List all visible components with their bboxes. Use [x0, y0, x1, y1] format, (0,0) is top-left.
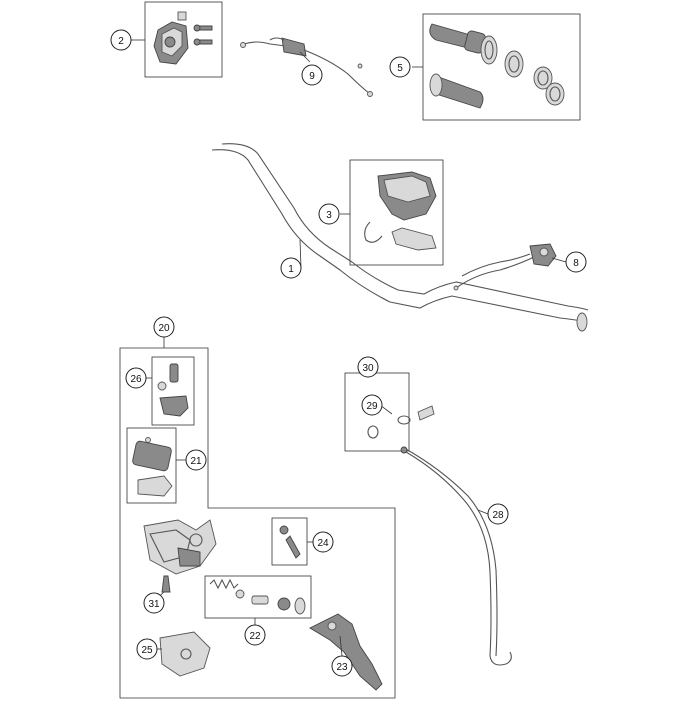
- svg-text:8: 8: [573, 258, 579, 269]
- piston-kit-part: [209, 578, 306, 615]
- box-reservoir-21: [126, 427, 177, 504]
- box-clutch-assembly-20: [119, 347, 396, 699]
- bleed-screw-part: [161, 575, 171, 593]
- svg-text:29: 29: [366, 401, 378, 412]
- clamp-bolts-part: [157, 363, 189, 417]
- callout-28: 28: [487, 503, 509, 525]
- callout-20: 20: [153, 316, 175, 338]
- callout-29: 29: [361, 394, 383, 416]
- lever-pin-part: [279, 525, 301, 559]
- master-cylinder-part: [143, 519, 217, 575]
- grips-part: [429, 23, 565, 109]
- throttle-cable-part: [240, 37, 373, 97]
- svg-text:31: 31: [148, 599, 160, 610]
- box-pad-3: [349, 159, 444, 266]
- callout-3: 3: [318, 203, 340, 225]
- reservoir-cap-part: [132, 437, 173, 497]
- callout-9: 9: [301, 64, 323, 86]
- callout-26: 26: [125, 367, 147, 389]
- svg-text:3: 3: [326, 210, 332, 221]
- svg-text:1: 1: [288, 264, 294, 275]
- callout-1: 1: [280, 257, 302, 279]
- callout-25: 25: [136, 638, 158, 660]
- callout-23: 23: [331, 655, 353, 677]
- hose-kit-part: [367, 405, 435, 439]
- callout-24: 24: [312, 531, 334, 553]
- handlebar-pad-part: [364, 171, 437, 251]
- svg-text:20: 20: [158, 323, 170, 334]
- box-switch-2: [144, 1, 223, 78]
- callout-30: 30: [357, 356, 379, 378]
- svg-text:28: 28: [492, 510, 504, 521]
- callout-22: 22: [244, 624, 266, 646]
- svg-text:25: 25: [141, 645, 153, 656]
- callout-31: 31: [143, 592, 165, 614]
- box-piston-22: [204, 575, 312, 619]
- svg-text:26: 26: [130, 374, 142, 385]
- handlebar-part: [211, 143, 589, 332]
- callout-5: 5: [389, 56, 411, 78]
- clutch-lever-part: [309, 613, 383, 691]
- switch-part: [153, 11, 213, 65]
- svg-text:21: 21: [190, 456, 202, 467]
- callout-8: 8: [565, 251, 587, 273]
- lever-housing-part: [159, 631, 211, 677]
- box-pin-24: [271, 517, 308, 566]
- callout-2: 2: [110, 29, 132, 51]
- box-kit-30: [344, 372, 410, 452]
- svg-text:5: 5: [397, 63, 403, 74]
- callout-21: 21: [185, 449, 207, 471]
- svg-text:30: 30: [362, 363, 374, 374]
- svg-text:23: 23: [336, 662, 348, 673]
- svg-text:9: 9: [309, 71, 315, 82]
- box-bolts-26: [151, 356, 195, 426]
- hydraulic-hose-part: [400, 446, 512, 666]
- svg-text:2: 2: [118, 36, 124, 47]
- svg-text:22: 22: [249, 631, 261, 642]
- svg-text:24: 24: [317, 538, 329, 549]
- kill-switch-part: [453, 243, 557, 291]
